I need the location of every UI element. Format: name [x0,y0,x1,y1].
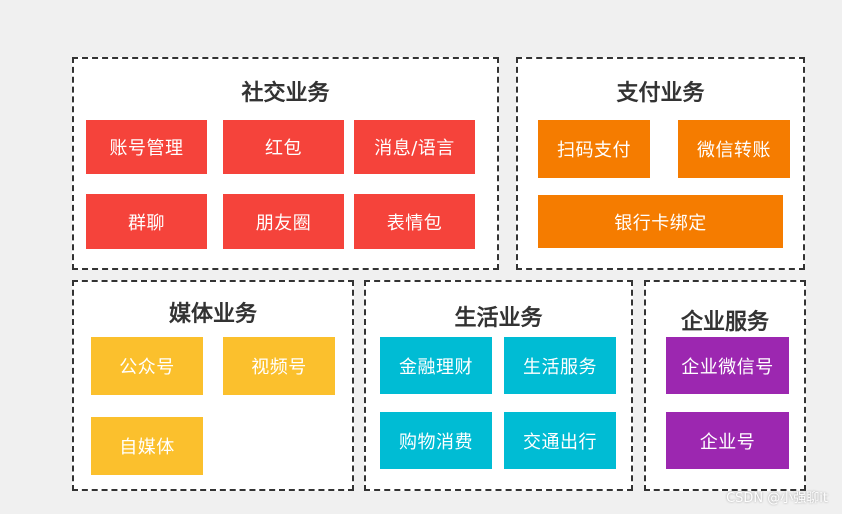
tile-message-language[interactable]: 消息/语言 [354,120,475,174]
social-title: 社交业务 [241,81,330,106]
life-panel: 生活业务 金融理财 生活服务 购物消费 交通出行 [364,280,633,491]
tile-official-account[interactable]: 公众号 [91,337,203,395]
payment-title: 支付业务 [616,81,705,106]
tile-stickers[interactable]: 表情包 [354,194,475,249]
tile-enterprise-wechat[interactable]: 企业微信号 [666,337,789,394]
media-title: 媒体业务 [168,302,257,327]
csdn-watermark: CSDN @小强聊it [726,491,828,506]
tile-moments[interactable]: 朋友圈 [223,194,344,249]
life-title: 生活业务 [454,306,543,331]
social-panel: 社交业务 账号管理 红包 消息/语言 群聊 朋友圈 表情包 [72,57,499,270]
media-panel: 媒体业务 公众号 视频号 自媒体 [72,280,354,491]
tile-life-services[interactable]: 生活服务 [504,337,616,394]
tile-channels[interactable]: 视频号 [223,337,335,395]
tile-bank-card-binding[interactable]: 银行卡绑定 [538,195,783,248]
tile-enterprise-account[interactable]: 企业号 [666,412,789,469]
tile-wechat-transfer[interactable]: 微信转账 [678,120,790,178]
tile-group-chat[interactable]: 群聊 [86,194,207,249]
tile-qr-payment[interactable]: 扫码支付 [538,120,650,178]
enterprise-panel: 企业服务 企业微信号 企业号 [644,280,806,491]
tile-transportation[interactable]: 交通出行 [504,412,616,469]
tile-red-packet[interactable]: 红包 [223,120,344,174]
tile-account-management[interactable]: 账号管理 [86,120,207,174]
payment-panel: 支付业务 扫码支付 微信转账 银行卡绑定 [516,57,805,270]
tile-finance[interactable]: 金融理财 [380,337,492,394]
enterprise-title: 企业服务 [680,310,769,335]
tile-shopping[interactable]: 购物消费 [380,412,492,469]
tile-we-media[interactable]: 自媒体 [91,417,203,475]
